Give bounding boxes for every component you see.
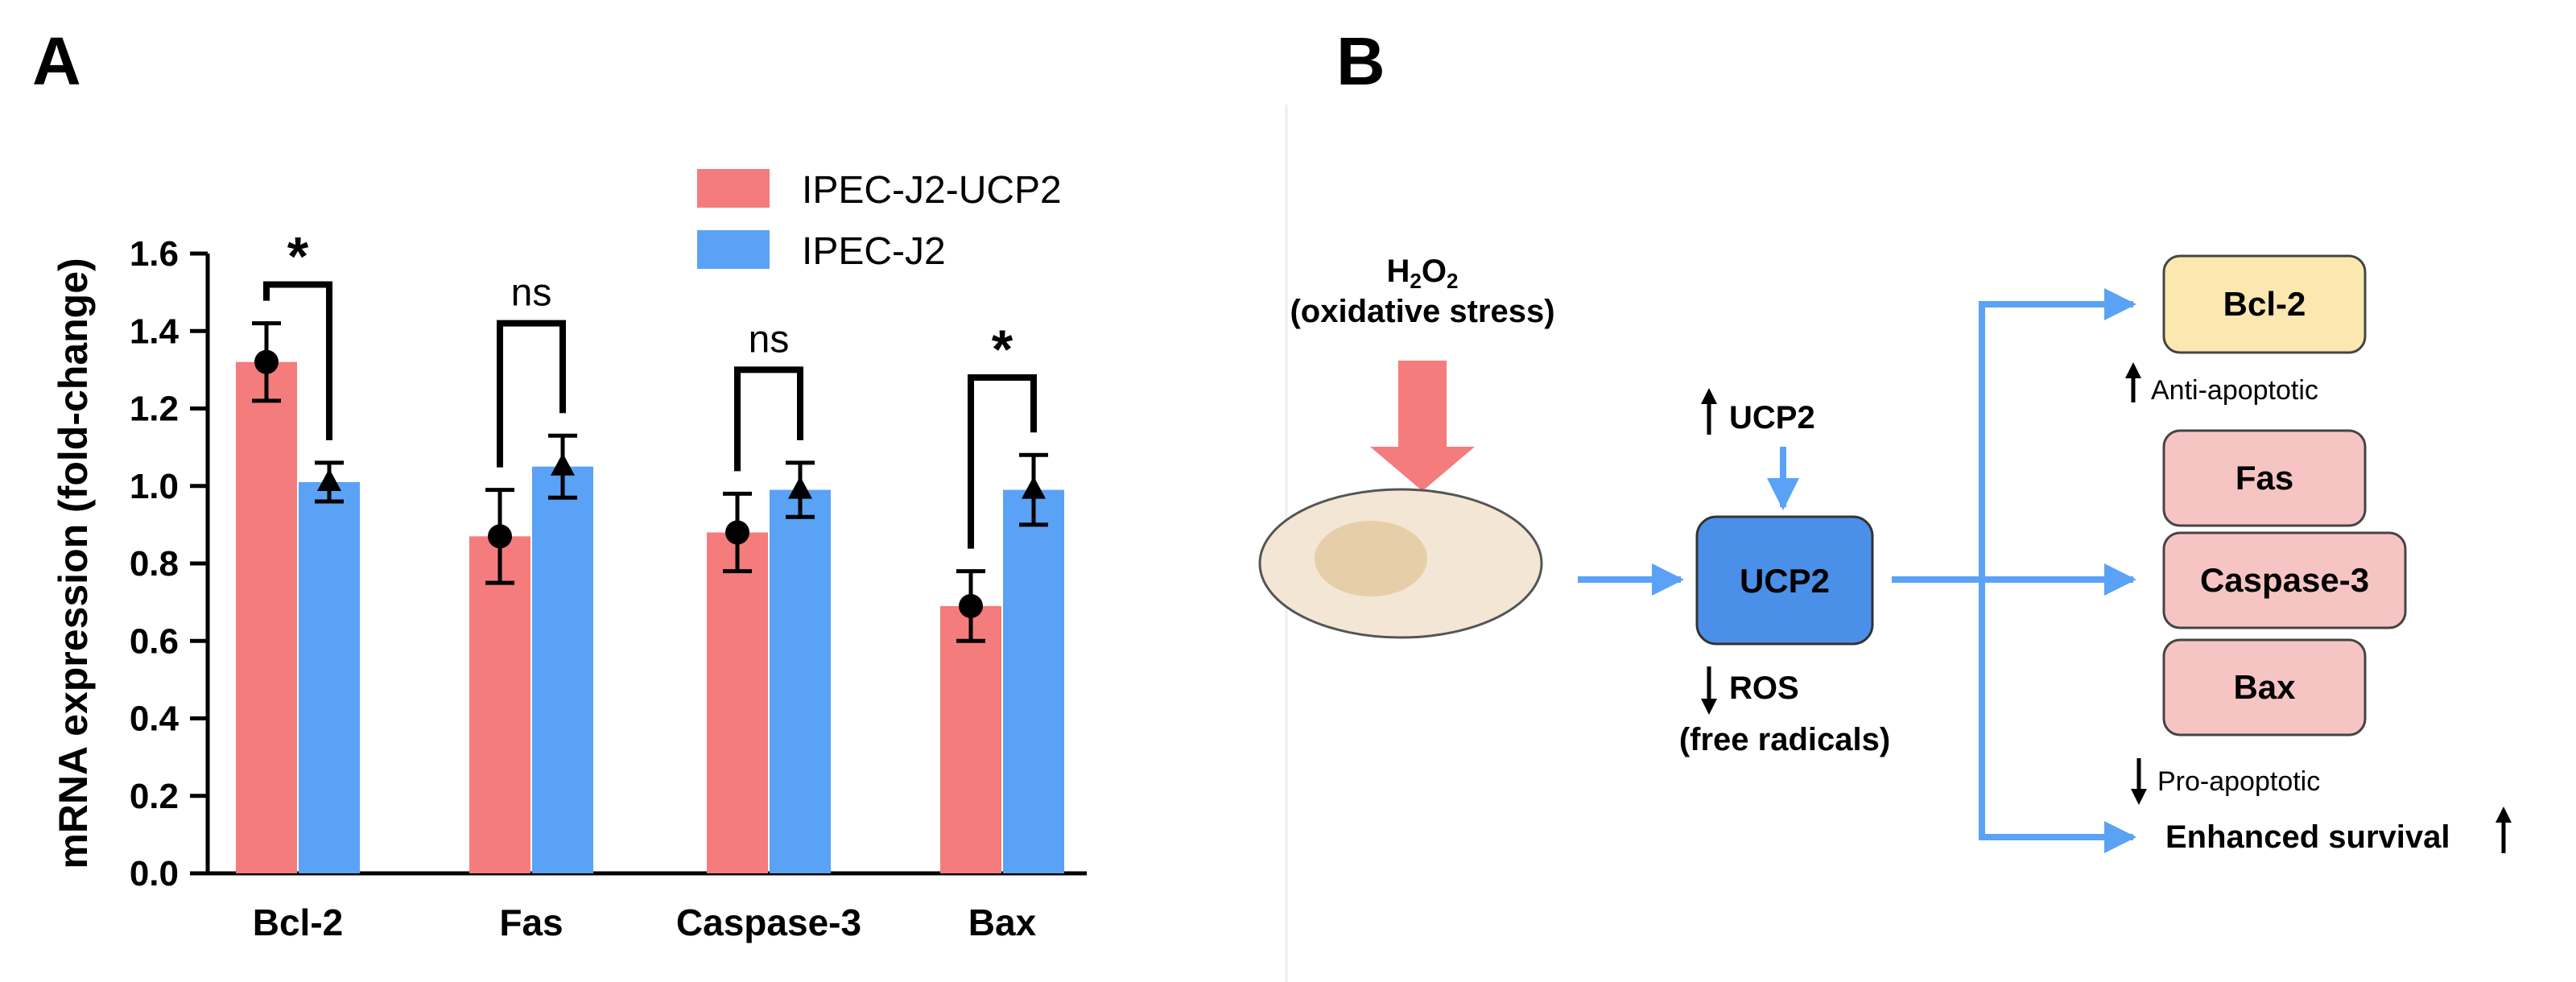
pathway-diagram: H2O2 (oxidative stress) UCP2 UCP2 ROS (f…	[1258, 254, 2512, 855]
data-points	[254, 349, 1046, 618]
pro-apoptotic-node	[2162, 531, 2407, 629]
stress-label: H2O2	[1387, 254, 1459, 293]
y-axis-title: mRNA expression (fold-change)	[51, 258, 96, 869]
y-ticks: 0.0 0.2 0.4 0.6 0.8 1.0 1.2 1.4 1.6	[130, 234, 208, 893]
data-point	[725, 520, 749, 545]
ros-sublabel: (free radicals)	[1679, 722, 1890, 757]
significance-bracket	[497, 320, 566, 468]
x-tick-label: Bax	[968, 902, 1037, 943]
anti-apoptotic-node-label: Bcl-2	[2223, 285, 2306, 323]
data-point	[488, 524, 512, 549]
pro-apoptotic-node-label: Caspase-3	[2200, 561, 2369, 599]
significance-label: *	[287, 226, 309, 287]
stress-arrow	[1370, 361, 1475, 491]
y-tick-label: 0.8	[130, 544, 179, 584]
data-point	[254, 349, 279, 374]
x-tick-label: Bcl-2	[253, 902, 343, 943]
ucp2-node-label: UCP2	[1740, 562, 1830, 600]
significance-label: ns	[749, 318, 790, 361]
bar	[532, 466, 593, 873]
anti-apoptotic-label: Anti-apoptotic	[2151, 375, 2318, 406]
data-point	[788, 476, 812, 499]
ucp2-node	[1695, 515, 1874, 646]
panel-label-b: B	[1336, 23, 1385, 99]
x-tick-label: Caspase-3	[676, 902, 861, 943]
bar	[299, 481, 360, 873]
data-point	[959, 593, 983, 618]
pro-apoptotic-node-label: Bax	[2233, 668, 2296, 706]
data-point	[551, 452, 575, 476]
y-tick-label: 1.0	[130, 467, 179, 506]
significance-bracket	[734, 366, 803, 472]
pro-apoptotic-node-label: Fas	[2235, 459, 2293, 497]
pro-apoptotic-node	[2162, 638, 2367, 736]
significance-label: ns	[511, 272, 552, 315]
significance-label: *	[992, 319, 1013, 380]
anti-apoptotic-node	[2162, 254, 2367, 354]
bar	[236, 361, 297, 873]
bar	[770, 489, 831, 873]
pro-apoptotic-node	[2162, 429, 2367, 527]
data-point	[1022, 476, 1046, 499]
legend-swatch-ipec-j2	[697, 230, 770, 269]
significance-brackets: * ns ns *	[263, 226, 1037, 549]
error-bars	[252, 321, 1048, 643]
y-tick-label: 1.4	[130, 312, 180, 351]
legend-label-ipec-j2: IPEC-J2	[802, 230, 946, 273]
ucp2-upregulated-label: UCP2	[1729, 400, 1815, 435]
cell-nucleus	[1315, 521, 1427, 596]
panel-label-a: A	[32, 23, 81, 99]
y-tick-label: 1.2	[130, 390, 179, 429]
significance-bracket	[263, 281, 332, 440]
outcome-label: Enhanced survival	[2165, 819, 2450, 855]
bar	[1003, 489, 1064, 873]
y-tick-label: 0.0	[130, 854, 179, 893]
pro-apoptotic-label: Pro-apoptotic	[2157, 766, 2320, 797]
bar-chart: 0.0 0.2 0.4 0.6 0.8 1.0 1.2 1.4 1.6 * ns ns * Bcl-2…	[51, 169, 1087, 943]
bar	[707, 532, 768, 873]
bar	[940, 605, 1001, 873]
bars	[236, 361, 1064, 873]
significance-bracket	[968, 374, 1037, 549]
x-tick-label: Fas	[499, 902, 563, 943]
y-tick-label: 0.2	[130, 777, 179, 816]
data-point	[317, 468, 341, 491]
bar	[469, 536, 530, 873]
legend-label-ipec-j2-ucp2: IPEC-J2-UCP2	[802, 169, 1062, 212]
ros-label: ROS	[1729, 670, 1799, 706]
y-tick-label: 1.6	[130, 234, 179, 274]
legend-swatch-ipec-j2-ucp2	[697, 169, 770, 208]
y-tick-label: 0.6	[130, 621, 179, 661]
stress-sublabel: (oxidative stress)	[1290, 294, 1554, 329]
y-tick-label: 0.4	[130, 699, 180, 739]
legend: IPEC-J2-UCP2 IPEC-J2	[697, 169, 1062, 273]
x-tick-labels: Bcl-2 Fas Caspase-3 Bax	[253, 902, 1037, 943]
